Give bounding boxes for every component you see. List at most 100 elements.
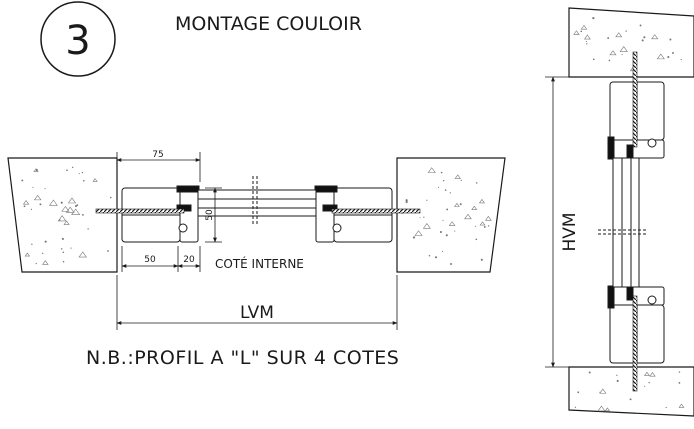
aggregate-mark xyxy=(65,206,75,213)
aggregate-mark xyxy=(649,372,656,377)
dimension-height xyxy=(205,187,222,243)
note-text: N.B.:PROFIL A "L" SUR 4 COTES xyxy=(86,347,399,369)
dimension-lvm xyxy=(116,275,398,330)
aggregate-mark xyxy=(678,403,685,408)
aggregate-mark xyxy=(479,221,486,226)
aggregate-dot xyxy=(23,205,26,208)
aggregate-dot xyxy=(474,225,476,227)
aggregate-dot xyxy=(440,171,443,174)
aggregate-dot xyxy=(454,230,456,232)
aggregate-dot xyxy=(412,236,416,239)
concrete-wall-left xyxy=(7,157,118,273)
aggregate-dot xyxy=(480,258,483,261)
aggregate-dot xyxy=(439,231,442,234)
dimension-top-width-label: 75 xyxy=(152,150,163,160)
aggregate-dot xyxy=(61,237,64,240)
aggregate-dot xyxy=(616,379,619,383)
aggregate-dot xyxy=(428,255,431,257)
dimension-bottom-left-label: 50 xyxy=(144,255,156,265)
aggregate-dot xyxy=(437,186,439,188)
aggregate-mark xyxy=(484,215,492,221)
aggregate-mark xyxy=(454,174,461,179)
aggregate-mark xyxy=(427,167,436,173)
aggregate-dot xyxy=(405,200,408,203)
aggregate-dot xyxy=(450,262,453,265)
aggregate-mark xyxy=(615,32,623,38)
aggregate-dot xyxy=(21,179,24,182)
aggregate-dot xyxy=(83,180,85,182)
aggregate-dot xyxy=(405,199,408,202)
aggregate-mark xyxy=(33,168,39,172)
aggregate-dot xyxy=(665,406,667,409)
aggregate-dot xyxy=(442,219,444,221)
screw-right xyxy=(331,208,421,214)
frame-profile-right xyxy=(314,185,393,243)
concrete-wall-top xyxy=(568,7,694,78)
aggregate-dot xyxy=(621,53,623,55)
step-circle xyxy=(40,1,116,77)
aggregate-dot xyxy=(648,381,650,384)
aggregate-dot xyxy=(434,256,438,259)
aggregate-mark xyxy=(78,251,87,258)
aggregate-mark xyxy=(57,215,67,222)
concrete-wall-right xyxy=(396,157,506,273)
aggregate-dot xyxy=(62,260,65,263)
profile-section-vertical xyxy=(598,157,648,288)
dimension-bottom xyxy=(121,246,201,272)
aggregate-dot xyxy=(419,217,421,219)
concrete-wall-bottom xyxy=(568,366,694,417)
aggregate-dot xyxy=(445,234,448,237)
aggregate-mark xyxy=(63,220,70,225)
aggregate-dot xyxy=(459,203,462,206)
concrete-aggregate xyxy=(401,167,492,265)
aggregate-dot xyxy=(44,240,47,243)
aggregate-dot xyxy=(44,188,46,190)
aggregate-dot xyxy=(423,216,425,218)
dimension-top-width xyxy=(116,152,201,182)
aggregate-dot xyxy=(680,58,682,61)
aggregate-dot xyxy=(475,238,478,241)
aggregate-dot xyxy=(487,225,490,227)
aggregate-dot xyxy=(592,58,595,61)
dimension-bottom-right-label: 20 xyxy=(183,255,195,265)
aggregate-dot xyxy=(588,371,591,374)
aggregate-dot xyxy=(616,374,618,376)
aggregate-dot xyxy=(644,385,646,387)
aggregate-dot xyxy=(444,189,447,191)
aggregate-dot xyxy=(678,382,681,384)
aggregate-dot xyxy=(35,262,37,265)
aggregate-mark xyxy=(599,388,607,394)
aggregate-dot xyxy=(81,213,84,216)
screw-top xyxy=(632,51,638,148)
aggregate-dot xyxy=(574,406,577,408)
aggregate-dot xyxy=(30,208,33,211)
aggregate-mark xyxy=(414,230,423,236)
aggregate-mark xyxy=(471,205,478,210)
aggregate-dot xyxy=(678,371,681,373)
aggregate-mark xyxy=(448,221,456,226)
aggregate-mark xyxy=(24,252,31,257)
aggregate-dot xyxy=(441,250,444,252)
aggregate-dot xyxy=(70,247,72,249)
aggregate-dot xyxy=(475,182,478,184)
aggregate-dot xyxy=(585,41,587,43)
aggregate-mark xyxy=(22,200,30,205)
aggregate-mark xyxy=(464,213,472,220)
aggregate-dot xyxy=(586,43,588,45)
hvm-label: HVM xyxy=(560,212,580,251)
aggregate-mark xyxy=(33,194,42,201)
aggregate-mark xyxy=(644,371,650,376)
aggregate-dot xyxy=(641,39,644,42)
aggregate-mark xyxy=(422,223,431,229)
aggregate-mark xyxy=(478,198,486,204)
aggregate-dot xyxy=(32,186,34,188)
aggregate-dot xyxy=(446,208,449,211)
aggregate-dot xyxy=(672,51,674,54)
aggregate-dot xyxy=(42,252,44,255)
step-badge: 3 xyxy=(40,1,116,77)
aggregate-mark xyxy=(651,34,659,40)
aggregate-mark xyxy=(67,197,77,204)
aggregate-mark xyxy=(597,405,606,412)
